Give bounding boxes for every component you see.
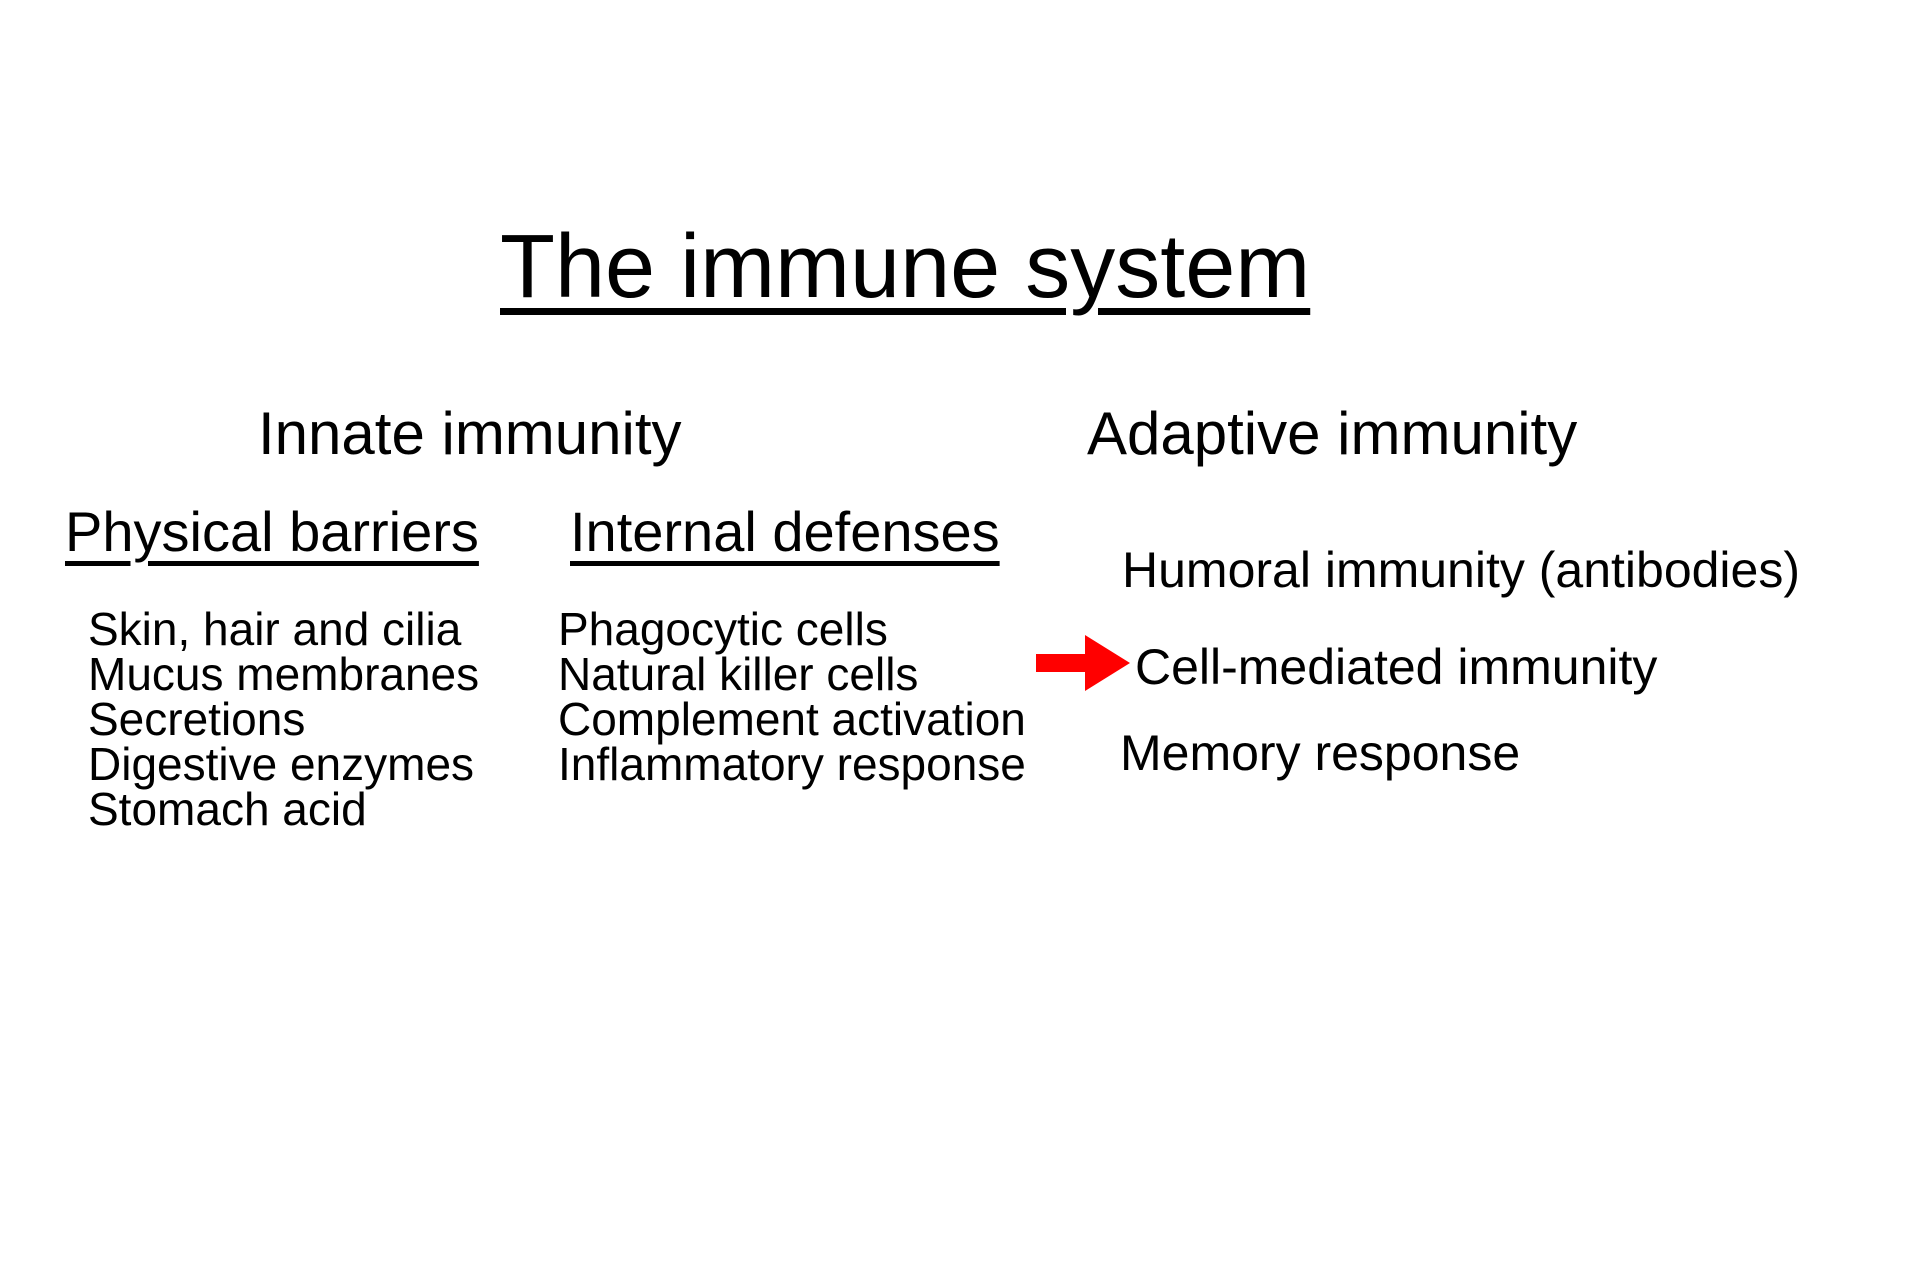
- list-item-cell-mediated-immunity: Cell-mediated immunity: [1135, 639, 1658, 695]
- list-item: Natural killer cells: [558, 648, 919, 700]
- slide-title: The immune system: [500, 217, 1311, 317]
- list-item: Stomach acid: [88, 783, 367, 835]
- list-item-humoral-immunity: Humoral immunity (antibodies): [1122, 542, 1801, 598]
- innate-immunity-heading: Innate immunity: [258, 400, 682, 467]
- red-right-arrow-icon: [1036, 635, 1130, 691]
- physical-barriers-heading: Physical barriers: [65, 500, 479, 563]
- list-item: Mucus membranes: [88, 648, 480, 700]
- internal-defenses-heading: Internal defenses: [570, 500, 1000, 563]
- list-item: Inflammatory response: [558, 738, 1026, 790]
- list-item: Phagocytic cells: [558, 603, 888, 655]
- list-item: Digestive enzymes: [88, 738, 475, 790]
- adaptive-immunity-heading: Adaptive immunity: [1087, 400, 1578, 467]
- internal-defenses-list: Phagocytic cells Natural killer cells Co…: [558, 603, 1026, 790]
- list-item-memory-response: Memory response: [1120, 725, 1521, 781]
- list-item: Secretions: [88, 693, 306, 745]
- list-item: Skin, hair and cilia: [88, 603, 462, 655]
- list-item: Complement activation: [558, 693, 1026, 745]
- physical-barriers-list: Skin, hair and cilia Mucus membranes Sec…: [88, 603, 480, 835]
